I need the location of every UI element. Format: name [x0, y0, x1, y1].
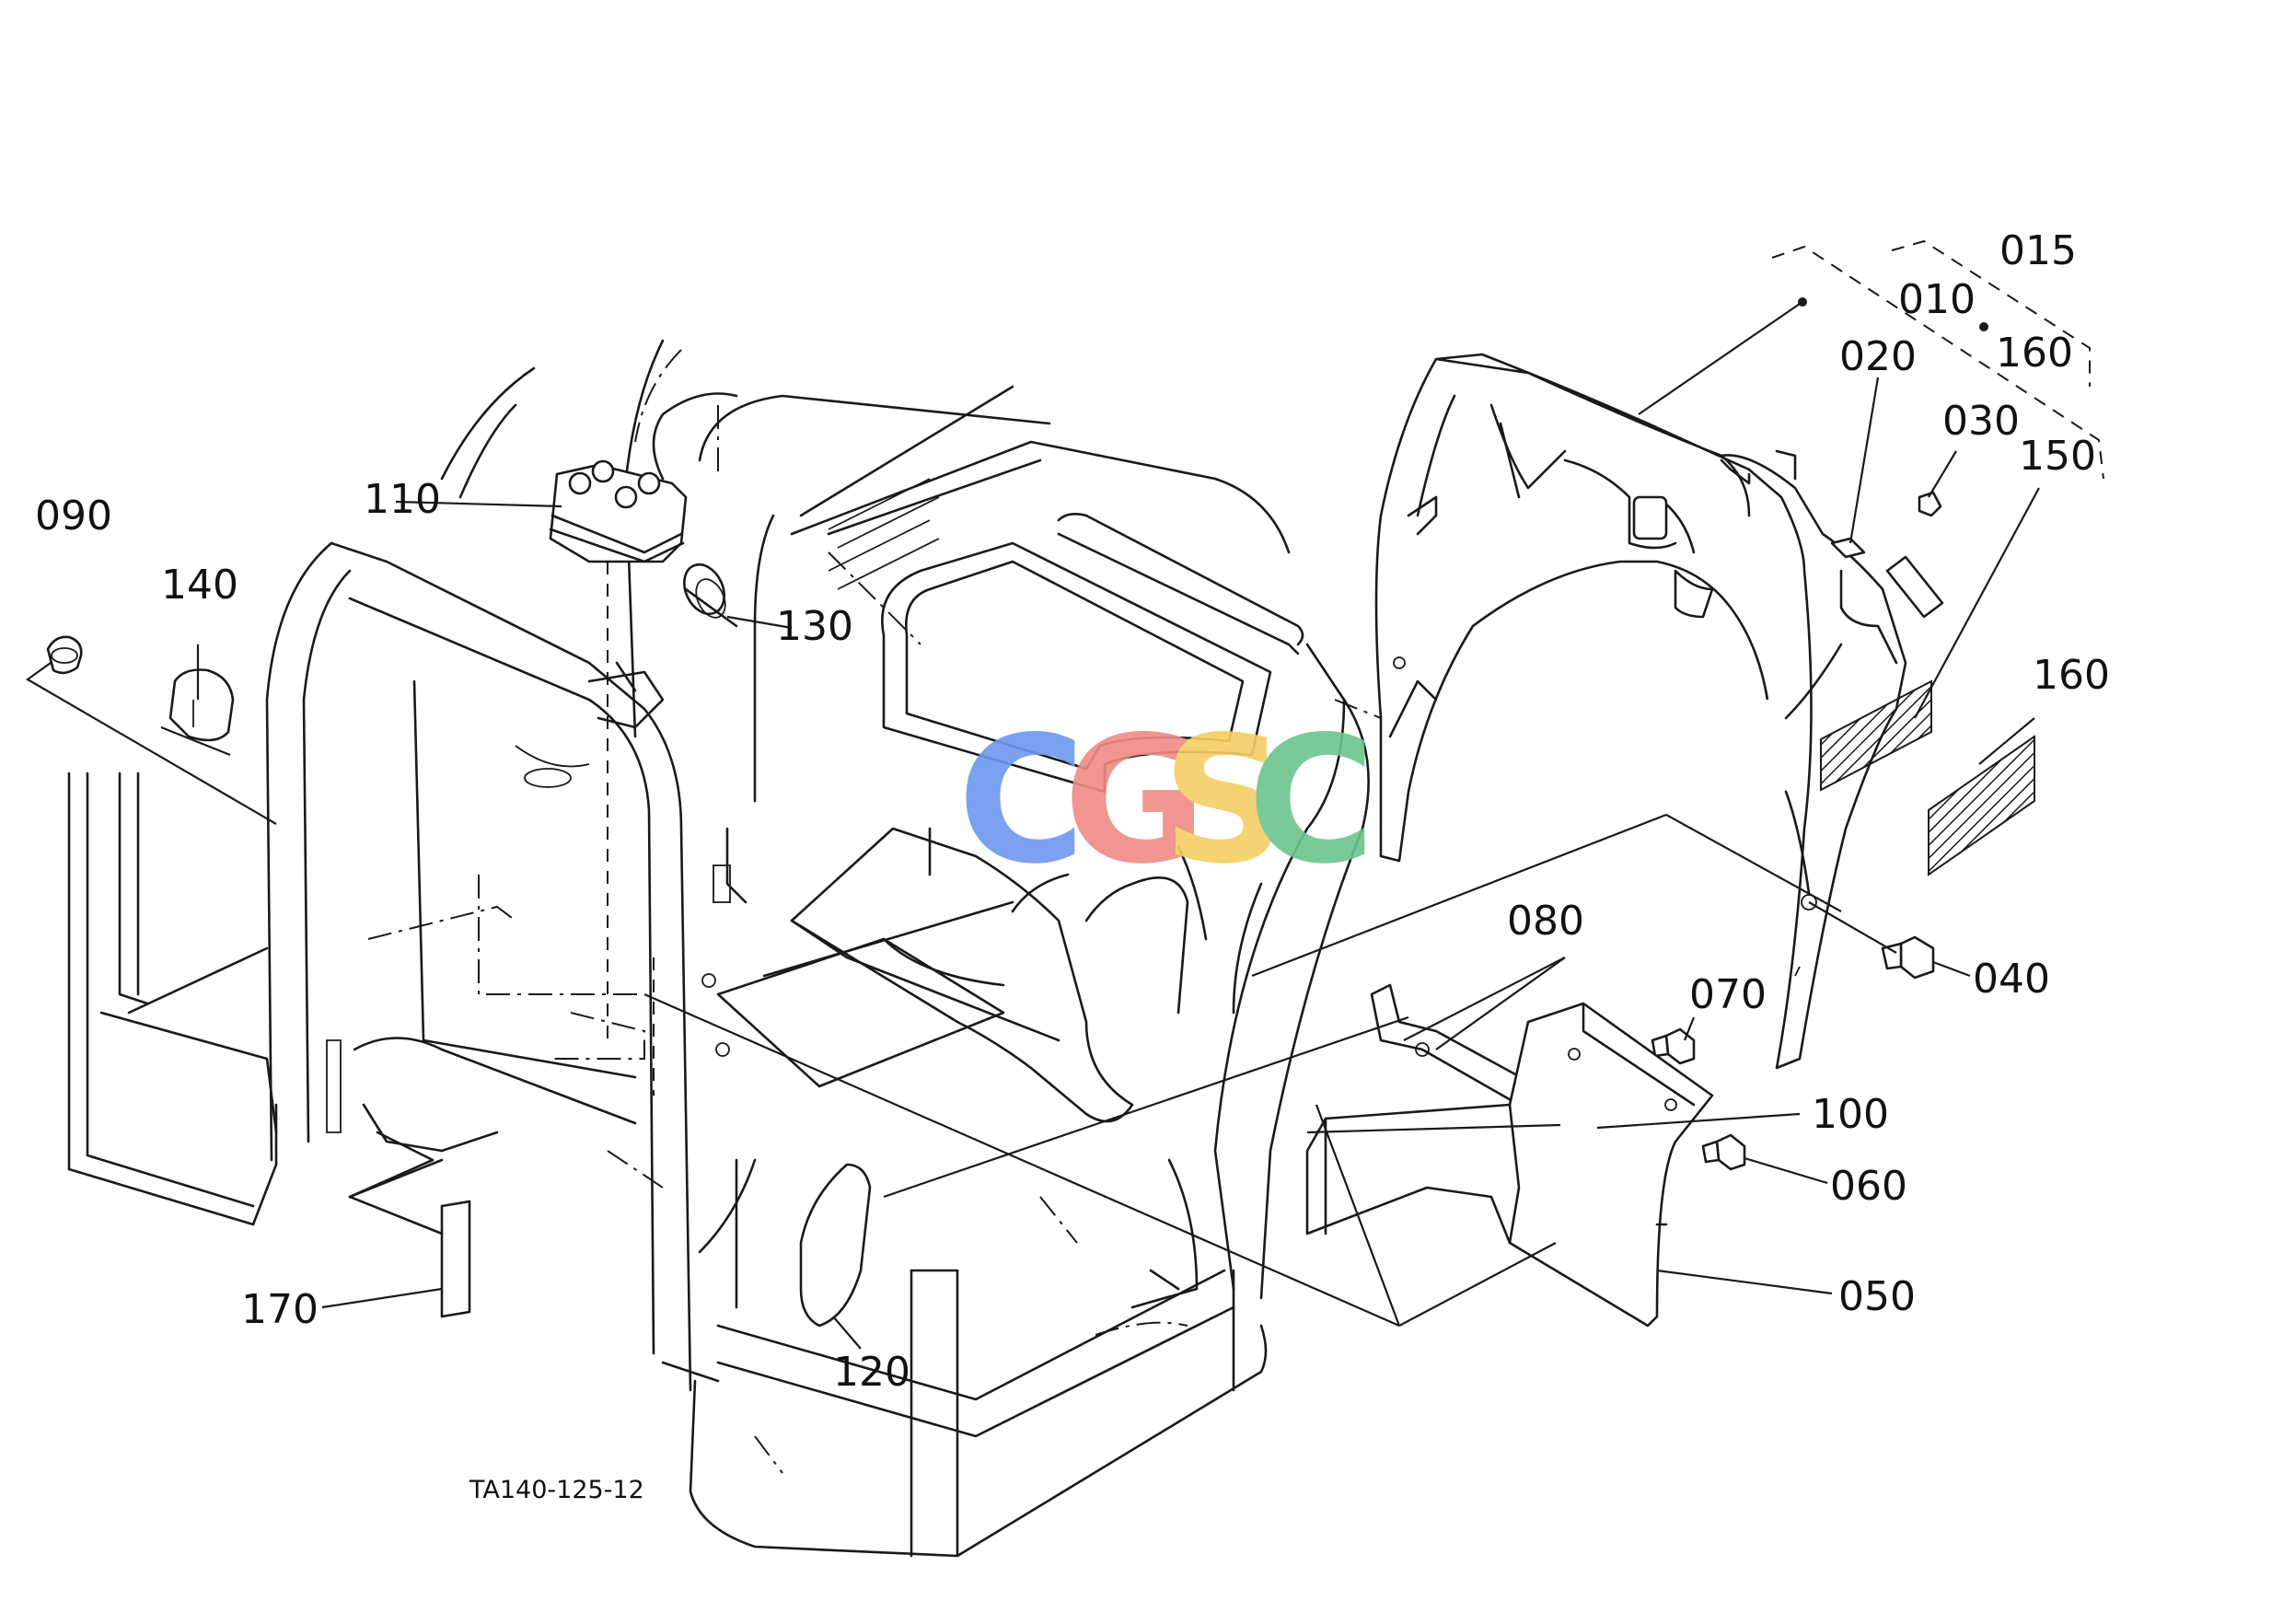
callout-060: 060	[1830, 1163, 1907, 1210]
leader-lines	[25, 239, 2104, 1350]
callout-labels: 015 010 160 020 030 150 160 090 140 110 …	[35, 227, 2110, 1504]
callout-110: 110	[364, 476, 441, 523]
callout-120: 120	[833, 1349, 910, 1396]
part-090-plug	[46, 635, 83, 675]
callout-160: 160	[2033, 652, 2110, 699]
watermark-letter: S	[1162, 699, 1288, 902]
callout-015: 015	[1999, 227, 2077, 274]
callout-070: 070	[1689, 971, 1767, 1018]
phantom-lines	[367, 349, 1382, 1474]
drawing-code: TA140-125-12	[469, 1476, 644, 1504]
part-050-panel	[1305, 1002, 1714, 1328]
callout-010: 010	[1898, 276, 1976, 323]
center-cab-body	[440, 339, 1370, 1558]
part-120-cover	[799, 1163, 872, 1328]
callout-090: 090	[35, 493, 112, 539]
callout-050: 050	[1838, 1273, 1916, 1320]
part-140-cap	[168, 668, 235, 742]
cgsc-watermark: C G S C	[957, 699, 1375, 902]
callout-150: 150	[2019, 433, 2096, 480]
part-130-grommet	[683, 563, 738, 628]
callout-020: 020	[1839, 333, 1917, 380]
watermark-letter: C	[1247, 699, 1375, 902]
watermark-letter: G	[1063, 699, 1207, 902]
callout-080: 080	[1507, 898, 1584, 945]
callout-160: 160	[1996, 330, 2073, 377]
part-110-grommet-block	[549, 459, 688, 1040]
watermark-letter: C	[957, 699, 1085, 902]
callout-140: 140	[161, 562, 238, 609]
left-cab-frame	[67, 541, 692, 1392]
callout-100: 100	[1812, 1091, 1889, 1138]
part-010-side-cover	[1374, 353, 1944, 1070]
callout-170: 170	[241, 1286, 319, 1333]
part-160-decal	[1928, 735, 2035, 876]
callout-130: 130	[776, 603, 853, 650]
part-170-plate	[348, 1158, 471, 1318]
callout-040: 040	[1973, 956, 2050, 1003]
callout-030: 030	[1942, 398, 2020, 445]
